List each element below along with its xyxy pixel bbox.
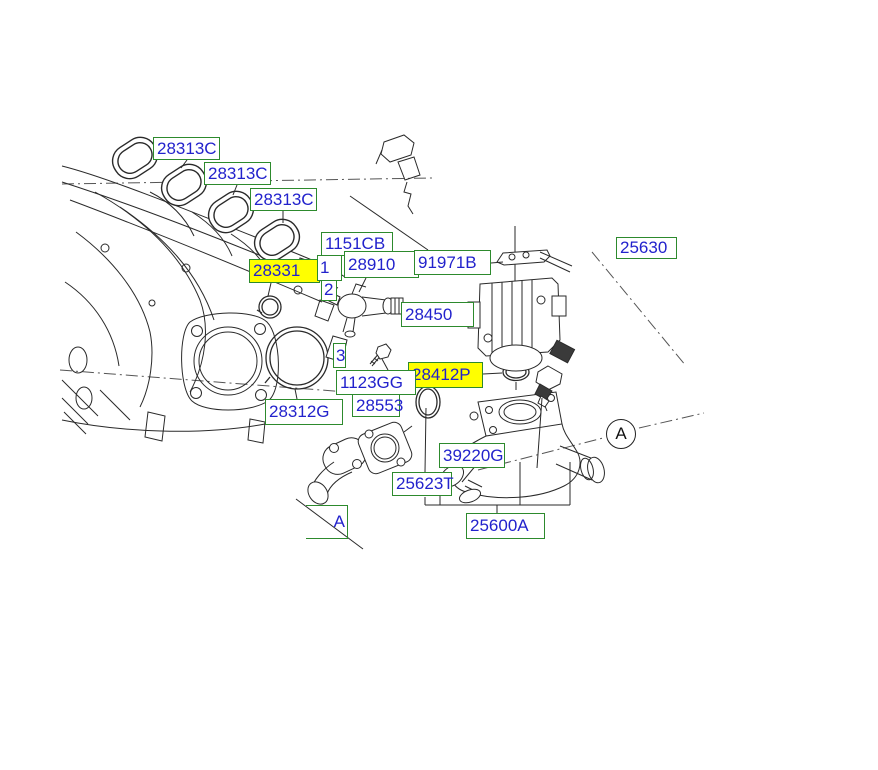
part-label-28412p-highlighted[interactable]: 28412P xyxy=(408,362,483,388)
throttle-body-drawing xyxy=(467,226,573,372)
view-marker-a: A xyxy=(606,419,636,449)
part-label-28331-highlighted[interactable]: 28331 xyxy=(249,259,320,283)
part-label-28313c-1[interactable]: 28313C xyxy=(153,137,220,160)
oring-drawings xyxy=(256,295,530,419)
part-label-25623t[interactable]: 25623T xyxy=(392,472,454,496)
part-label-28450[interactable]: 28450 xyxy=(401,302,474,327)
part-label-partial-a[interactable]: A xyxy=(306,505,348,539)
part-label-28313c-2[interactable]: 28313C xyxy=(204,162,271,185)
upper-bracket-fragment xyxy=(349,134,429,251)
part-label-28313c-3[interactable]: 28313C xyxy=(250,188,317,211)
part-label-28910[interactable]: 28910 xyxy=(344,251,419,278)
part-label-25600a[interactable]: 25600A xyxy=(466,513,545,539)
part-label-28553[interactable]: 28553 xyxy=(352,394,403,417)
part-label-91971b[interactable]: 91971B xyxy=(414,250,491,275)
part-label-25630[interactable]: 25630 xyxy=(616,237,677,259)
part-label-partial-3[interactable]: 3 xyxy=(333,343,346,368)
part-label-1123gg[interactable]: 1123GG xyxy=(336,370,416,395)
leader-lines xyxy=(180,159,571,550)
coolant-temp-sensor-drawing xyxy=(534,339,576,412)
port-gasket-ovals xyxy=(111,136,301,262)
part-label-28312g[interactable]: 28312G xyxy=(265,399,343,425)
part-label-partial-1[interactable]: 1 xyxy=(317,255,342,281)
water-pipe-drawing xyxy=(307,421,413,505)
part-label-partial-2[interactable]: 2 xyxy=(321,278,337,301)
part-label-39220g[interactable]: 39220G xyxy=(439,443,505,468)
